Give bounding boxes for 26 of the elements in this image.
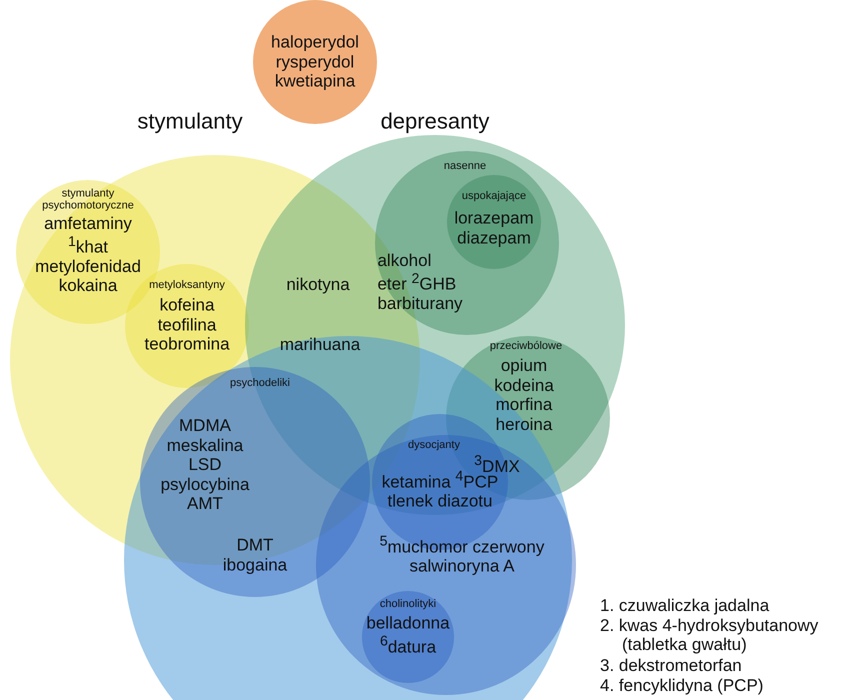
drug-list: amfetaminy $^{1}$khat metylofenidad kokaina: [35, 214, 141, 296]
drug-list: belladonna $^{6}$datura: [366, 614, 450, 656]
drug-list: $^{5}$muchomor czerwony salwinoryna A: [367, 534, 557, 576]
drug-name: nikotyna: [286, 275, 350, 295]
set-title: stymulanty: [137, 108, 243, 134]
drug-list: haloperydol rysperydol kwetiapina: [271, 32, 359, 92]
class-name: cholinolityki: [380, 599, 436, 611]
class-name: stymulanty psychomotoryczne: [42, 188, 134, 212]
footnote: 2. kwas 4-hydroksybutanowy (tabletka gwałtu): [600, 617, 820, 654]
drug-list: opium kodeina morfina heroina: [494, 356, 554, 434]
drug-name: marihuana: [280, 335, 360, 355]
drug-list: MDMA meskalina LSD psylocybina AMT: [160, 416, 250, 514]
drug-list: DMT ibogaina: [222, 535, 288, 575]
footnote: 4. fencyklidyna (PCP): [600, 677, 764, 696]
drug-list: lorazepam diazepam: [454, 208, 534, 248]
class-name: przeciwbólowe: [490, 341, 562, 353]
set-title: depresanty: [380, 108, 490, 134]
class-name: uspokajające: [462, 191, 526, 203]
class-name: psychodeliki: [230, 378, 290, 390]
drug-list: kofeina teofilina teobromina: [144, 296, 230, 354]
class-name: nasenne: [444, 161, 486, 173]
class-name: metyloksantyny: [149, 280, 225, 292]
drug-list: alkohol eter $^{2}$GHB barbiturany: [377, 250, 463, 314]
class-name: dysocjanty: [408, 440, 460, 452]
footnote: 3. dekstrometorfan: [600, 657, 743, 676]
footnote: 1. czuwaliczka jadalna: [600, 597, 770, 616]
